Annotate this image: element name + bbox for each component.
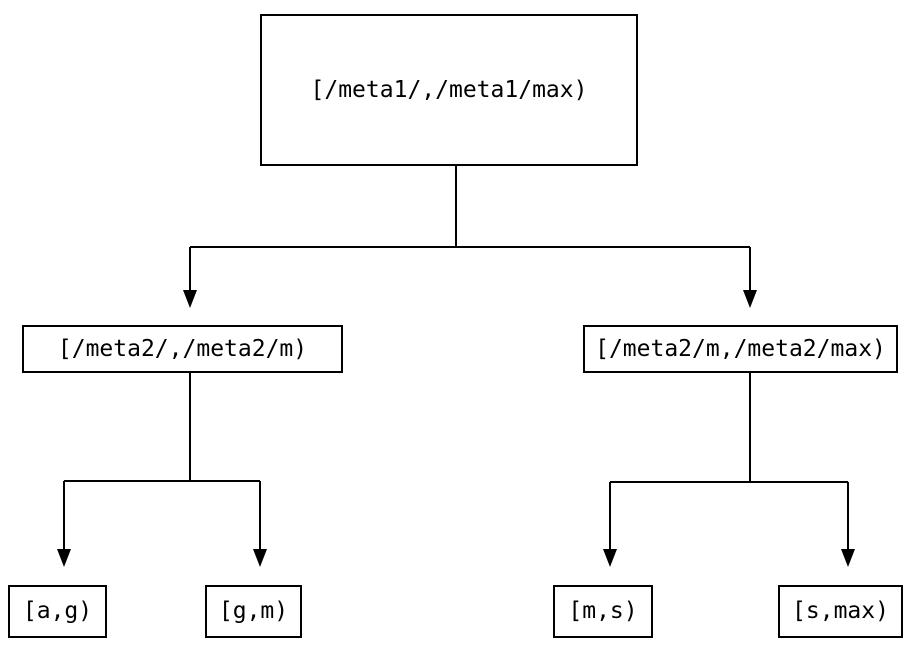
node-leaf-m-s-label: [m,s) [568, 598, 638, 624]
edge-right-leaf-ms-arrowhead-icon [603, 549, 617, 567]
node-meta2-lower-range: [/meta2/,/meta2/m) [22, 325, 343, 373]
node-meta2-upper-range-label: [/meta2/m,/meta2/max) [595, 335, 886, 362]
node-leaf-a-g: [a,g) [8, 585, 107, 638]
edge-left-leaf-gm-arrowhead-icon [253, 549, 267, 567]
node-meta2-upper-range: [/meta2/m,/meta2/max) [583, 325, 898, 373]
edge-root-left-arrowhead-icon [183, 290, 197, 308]
edge-left-leaf-ag-arrowhead-icon [57, 549, 71, 567]
edge-root-right-arrowhead-icon [743, 290, 757, 308]
node-leaf-g-m: [g,m) [205, 585, 302, 638]
node-leaf-m-s: [m,s) [553, 585, 653, 638]
node-leaf-g-m-label: [g,m) [218, 598, 289, 624]
node-leaf-s-max-label: [s,max) [792, 598, 889, 624]
node-meta1-range: [/meta1/,/meta1/max) [260, 14, 638, 166]
node-leaf-a-g-label: [a,g) [22, 598, 93, 624]
edge-right-leaf-smax-arrowhead-icon [841, 549, 855, 567]
node-meta1-range-label: [/meta1/,/meta1/max) [310, 76, 588, 103]
node-leaf-s-max: [s,max) [778, 585, 903, 638]
node-meta2-lower-range-label: [/meta2/,/meta2/m) [57, 335, 308, 362]
